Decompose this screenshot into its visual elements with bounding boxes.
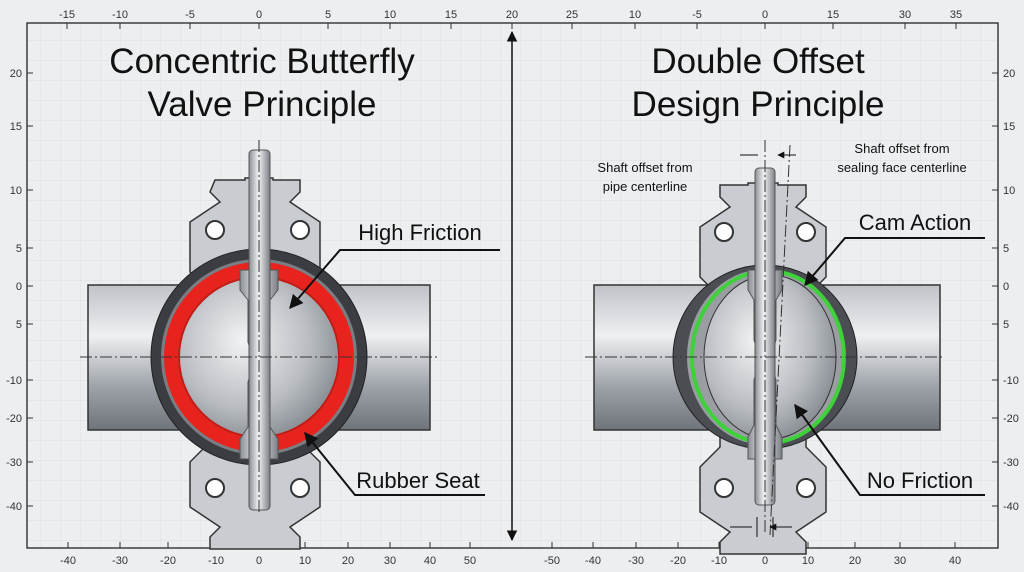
left-tick-label: -10: [6, 375, 22, 387]
top-tick-label: -10: [112, 9, 128, 21]
top-axis: -15 -10 -5 0 5 10 15 20 25 10 -5 0 15 30 35: [59, 9, 962, 29]
left-tick-label: 5: [16, 319, 22, 331]
top-tick-label: -5: [185, 9, 195, 21]
right-tick-label: 20: [1003, 68, 1015, 80]
shaft-offset-face-line1: Shaft offset from: [854, 141, 949, 156]
top-tick-label: 35: [950, 9, 962, 21]
left-tick-label: 10: [10, 185, 22, 197]
top-tick-label: 15: [827, 9, 839, 21]
bottom-tick-label: 0: [256, 555, 262, 567]
bottom-tick-label: 40: [424, 555, 436, 567]
right-tick-label: 5: [1003, 243, 1009, 255]
bottom-axis: -40 -30 -20 -10 0 10 20 30 40 50 -50 -40 -30 -20 -10 0 1…: [60, 542, 961, 567]
bottom-tick-label: -20: [160, 555, 176, 567]
bottom-tick-label: 20: [849, 555, 861, 567]
left-tick-label: -30: [6, 457, 22, 469]
bottom-tick-label: 50: [464, 555, 476, 567]
left-tick-label: -40: [6, 501, 22, 513]
no-friction-arrow: [794, 403, 985, 496]
sealing-face-centerline: [769, 144, 791, 536]
right-tick-label: 0: [1003, 281, 1009, 293]
right-tick-label: -20: [1003, 413, 1019, 425]
right-title-line1: Double Offset: [651, 42, 865, 81]
bolt-hole-icon: [205, 220, 225, 240]
right-tick-label: -40: [1003, 501, 1019, 513]
top-tick-label: 15: [445, 9, 457, 21]
top-tick-label: 10: [629, 9, 641, 21]
shaft-offset-pipe-line1: Shaft offset from: [597, 160, 692, 175]
bolt-hole-icon: [796, 222, 816, 242]
right-title-line2: Design Principle: [632, 85, 885, 124]
left-axis: 20 15 10 5 0 5 -10 -20 -30 -40: [6, 68, 33, 513]
bottom-tick-label: 40: [949, 555, 961, 567]
left-tick-label: 20: [10, 68, 22, 80]
left-title-line1: Concentric Butterfly: [109, 42, 415, 81]
rubber-seat-label: Rubber Seat: [356, 468, 480, 493]
left-tick-label: 15: [10, 121, 22, 133]
bolt-hole-icon: [796, 478, 816, 498]
right-tick-label: 15: [1003, 121, 1015, 133]
top-tick-label: 0: [762, 9, 768, 21]
cam-action-label: Cam Action: [859, 210, 972, 235]
top-tick-label: 20: [506, 9, 518, 21]
no-friction-label: No Friction: [867, 468, 973, 493]
bolt-hole-icon: [714, 222, 734, 242]
right-tick-label: -30: [1003, 457, 1019, 469]
high-friction-label: High Friction: [358, 220, 481, 245]
top-tick-label: 0: [256, 9, 262, 21]
shaft-offset-face-line2: sealing face centerline: [837, 160, 966, 175]
right-tick-label: -10: [1003, 375, 1019, 387]
bottom-tick-label: -30: [628, 555, 644, 567]
top-tick-label: 25: [566, 9, 578, 21]
right-tick-label: 5: [1003, 319, 1009, 331]
top-tick-label: 10: [384, 9, 396, 21]
left-tick-label: 5: [16, 243, 22, 255]
rubber-seat-arrow: [304, 431, 485, 496]
bottom-tick-label: 10: [802, 555, 814, 567]
top-tick-label: -15: [59, 9, 75, 21]
bottom-tick-label: 30: [384, 555, 396, 567]
bolt-hole-icon: [290, 478, 310, 498]
bolt-hole-icon: [714, 478, 734, 498]
left-tick-label: 0: [16, 281, 22, 293]
top-tick-label: -5: [692, 9, 702, 21]
bottom-tick-label: 10: [299, 555, 311, 567]
bolt-hole-icon: [290, 220, 310, 240]
right-axis: 20 15 10 5 0 5 -10 -20 -30 -40: [992, 68, 1019, 513]
bottom-tick-label: -30: [112, 555, 128, 567]
right-tick-label: 10: [1003, 185, 1015, 197]
left-title-line2: Valve Principle: [148, 85, 377, 124]
bolt-hole-icon: [205, 478, 225, 498]
top-tick-label: 5: [325, 9, 331, 21]
bottom-tick-label: -50: [544, 555, 560, 567]
bottom-tick-label: -10: [711, 555, 727, 567]
double-offset-valve-illustration: [585, 140, 945, 555]
cam-action-arrow: [804, 237, 985, 287]
bottom-tick-label: 0: [762, 555, 768, 567]
bottom-tick-label: -40: [585, 555, 601, 567]
bottom-tick-label: -40: [60, 555, 76, 567]
shaft-offset-pipe-line2: pipe centerline: [603, 179, 688, 194]
bottom-tick-label: -10: [208, 555, 224, 567]
bottom-tick-label: -20: [670, 555, 686, 567]
bottom-tick-label: 20: [342, 555, 354, 567]
left-tick-label: -20: [6, 413, 22, 425]
bottom-tick-label: 30: [894, 555, 906, 567]
concentric-valve-illustration: [80, 140, 440, 550]
high-friction-arrow: [289, 249, 500, 310]
top-tick-label: 30: [899, 9, 911, 21]
